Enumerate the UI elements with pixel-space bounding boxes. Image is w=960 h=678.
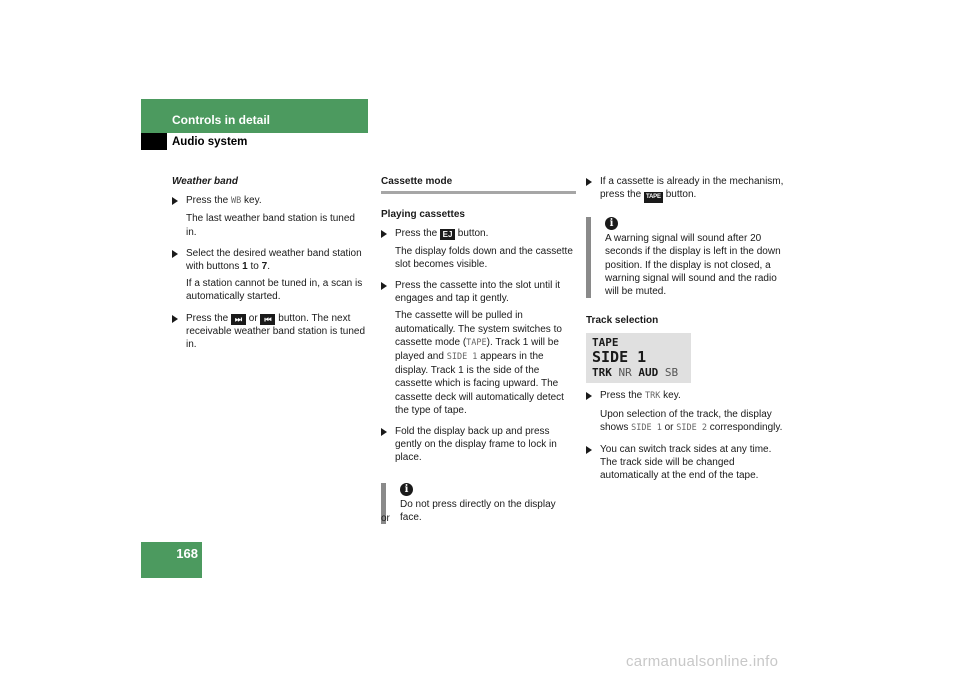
step-arrow-icon bbox=[381, 282, 387, 291]
step-arrow-icon bbox=[172, 197, 178, 206]
step-arrow-icon bbox=[172, 249, 178, 258]
display-line-2: SIDE 1 bbox=[592, 348, 647, 367]
step-desc: Upon selection of the track, the display… bbox=[600, 408, 783, 433]
section-subtitle: Audio system bbox=[172, 136, 248, 148]
page-number: 168 bbox=[176, 546, 198, 561]
info-note-text: A warning signal will sound after 20 sec… bbox=[605, 233, 781, 298]
column-weather-band: Weather band Press the WB key. The last … bbox=[172, 175, 368, 353]
track-selection-heading: Track selection bbox=[586, 315, 659, 327]
column-cassette-mode: Cassette mode Playing cassettes Press th… bbox=[381, 175, 576, 525]
step-press-eject: Press the EJ button. bbox=[381, 227, 576, 241]
page-number-box bbox=[141, 542, 202, 578]
step-press-trk: Press the TRK key. bbox=[586, 389, 784, 403]
column-track-selection: If a cassette is already in the mechanis… bbox=[586, 175, 784, 485]
step-press-wb: Press the WB key. bbox=[172, 194, 368, 208]
playing-cassettes-heading: Playing cassettes bbox=[381, 209, 465, 221]
weather-band-heading: Weather band bbox=[172, 176, 238, 187]
step-desc: If a station cannot be tuned in, a scan … bbox=[186, 278, 363, 303]
or-label: or bbox=[381, 513, 390, 524]
info-note-text: Do not press directly on the display fac… bbox=[400, 498, 556, 523]
radio-display: TAPE SIDE 1 TRK NR AUD SB bbox=[586, 333, 691, 384]
info-icon: i bbox=[605, 217, 618, 231]
step-arrow-icon bbox=[586, 392, 592, 401]
step-arrow-icon bbox=[381, 230, 387, 239]
tape-button-icon: TAPE bbox=[643, 192, 663, 204]
section-title: Controls in detail bbox=[172, 113, 271, 127]
step-press-tape: If a cassette is already in the mechanis… bbox=[586, 175, 784, 204]
watermark: carmanualsonline.info bbox=[626, 653, 779, 670]
step-select-band: Select the desired weather band station … bbox=[172, 247, 368, 273]
step-arrow-icon bbox=[381, 428, 387, 437]
step-arrow-icon bbox=[172, 314, 178, 323]
cassette-mode-heading: Cassette mode bbox=[381, 175, 576, 195]
info-note: i Do not press directly on the display f… bbox=[381, 482, 576, 525]
header-bar bbox=[141, 99, 368, 133]
step-desc: The display folds down and the cassette … bbox=[395, 245, 573, 270]
header-marker bbox=[141, 133, 167, 150]
step-arrow-icon bbox=[586, 178, 592, 186]
step-fold-display: Fold the display back up and press gentl… bbox=[381, 425, 576, 465]
eject-icon: EJ bbox=[440, 229, 456, 241]
info-icon: i bbox=[400, 482, 413, 496]
wb-key: WB bbox=[231, 196, 242, 207]
step-desc: The last weather band station is tuned i… bbox=[186, 213, 355, 238]
trk-key: TRK bbox=[645, 391, 661, 402]
display-line-3: TRK NR AUD SB bbox=[592, 366, 679, 380]
step-switch-sides: You can switch track sides at any time. … bbox=[586, 443, 784, 483]
seek-forward-icon: ⏭ bbox=[231, 313, 247, 325]
display-line-1: TAPE bbox=[592, 336, 619, 350]
step-arrow-icon bbox=[586, 446, 592, 455]
step-desc: The cassette will be pulled in automatic… bbox=[395, 310, 564, 416]
seek-back-icon: ⏮ bbox=[260, 313, 276, 325]
info-note: i A warning signal will sound after 20 s… bbox=[586, 217, 784, 299]
step-insert-cassette: Press the cassette into the slot until i… bbox=[381, 279, 576, 305]
step-seek: Press the ⏭ or ⏮ button. The next receiv… bbox=[172, 312, 368, 352]
